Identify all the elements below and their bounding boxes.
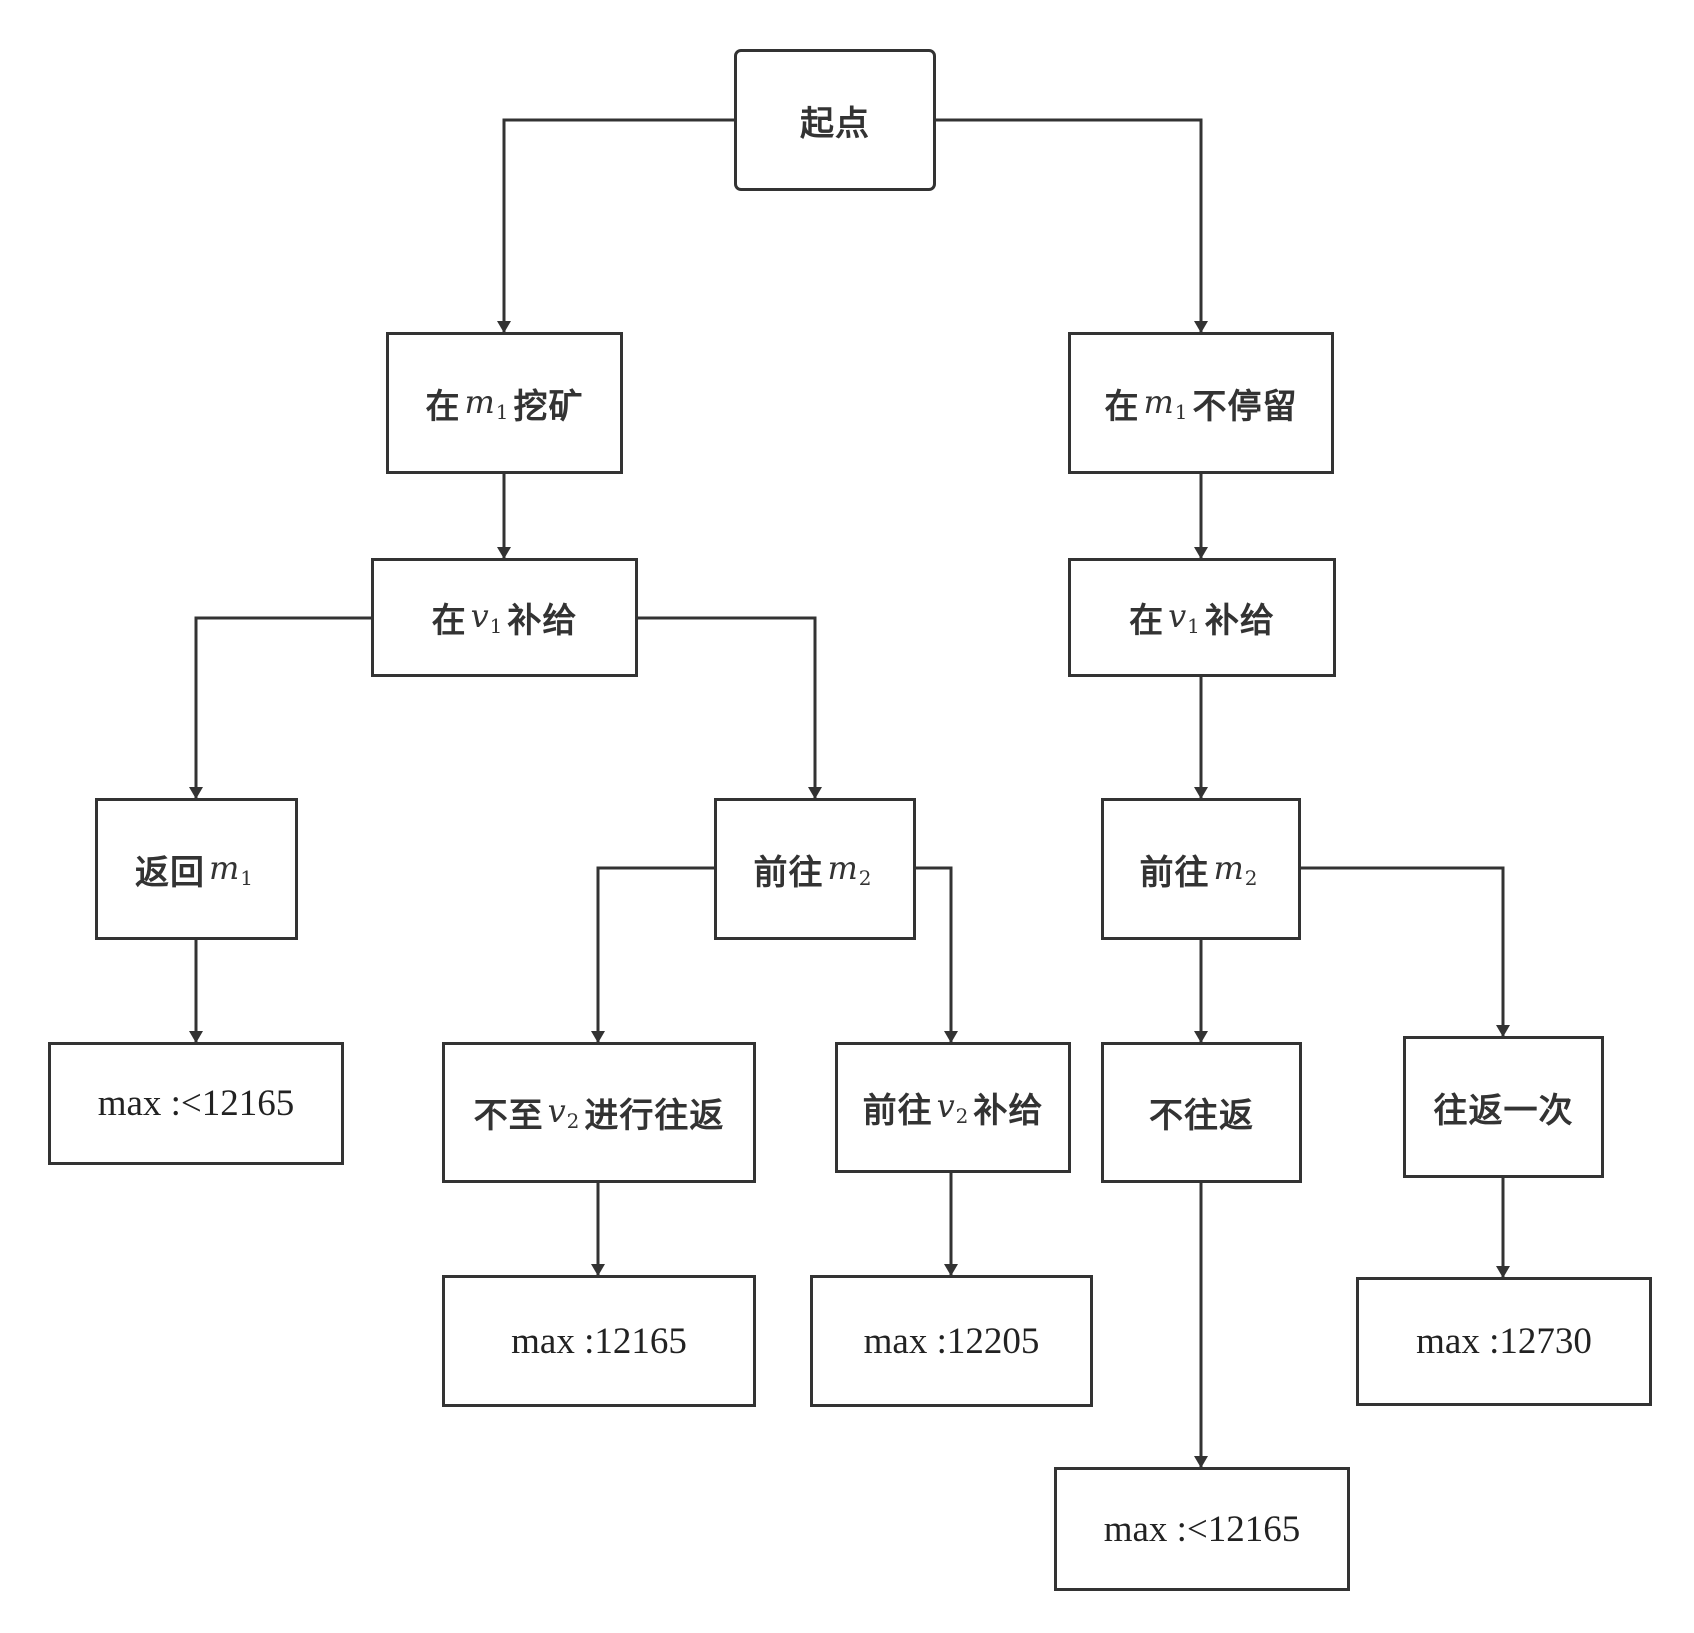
- no-v2-roundtrip-pre: 不至: [473, 1096, 544, 1136]
- edge-goto-m2-to-roundtrip: [1301, 866, 1510, 1037]
- result-return-m1-text: max :<12165: [97, 1083, 295, 1124]
- result-no-roundtrip: max :<12165: [1054, 1467, 1350, 1591]
- no-v2-roundtrip-var: v2: [547, 1092, 581, 1133]
- goto-m2-left-node: 前往 m2: [714, 798, 916, 940]
- supply-at-v1-right-pre: 在: [1129, 601, 1165, 641]
- goto-m2-right-var: m2: [1213, 848, 1259, 890]
- mine-at-m1-var: m1: [464, 382, 510, 424]
- start-label: 起点: [800, 103, 870, 144]
- supply-at-v1-right-post: 补给: [1204, 601, 1275, 641]
- edge-start-to-mine: [497, 118, 734, 333]
- return-m1-node: 返回 m1: [95, 798, 298, 940]
- result-return-m1: max :<12165: [48, 1042, 344, 1165]
- supply-at-v1-left-post: 补给: [507, 601, 578, 641]
- mine-at-m1-node: 在 m1 挖矿: [386, 332, 623, 474]
- no-v2-roundtrip-post: 进行往返: [584, 1096, 725, 1136]
- result-no-roundtrip-text: max :<12165: [1103, 1508, 1301, 1550]
- goto-m2-left-var: m2: [827, 848, 873, 890]
- edge-supply-to-return: [189, 616, 371, 799]
- no-stay-at-m1-node: 在 m1 不停留: [1068, 332, 1334, 474]
- goto-m2-right-pre: 前往: [1139, 852, 1210, 893]
- mine-at-m1-pre: 在: [425, 386, 461, 427]
- no-roundtrip-node: 不往返: [1101, 1042, 1302, 1183]
- result-v2: max :12205: [810, 1275, 1093, 1407]
- edge-supply-to-goto-m2-left: [638, 616, 822, 799]
- edge-start-to-nostay: [936, 118, 1208, 333]
- edge-goto-m2-to-no-v2: [591, 866, 714, 1043]
- goto-v2-supply-pre: 前往: [862, 1091, 933, 1131]
- goto-v2-supply-var: v2: [936, 1087, 970, 1128]
- no-stay-at-m1-pre: 在: [1104, 386, 1140, 427]
- supply-at-v1-right-node: 在 v1 补给: [1068, 558, 1336, 677]
- start-node: 起点: [734, 49, 936, 191]
- no-stay-at-m1-var: m1: [1143, 382, 1189, 424]
- supply-at-v1-left-pre: 在: [431, 601, 467, 641]
- result-roundtrip-text: max :12730: [1416, 1321, 1592, 1362]
- no-v2-roundtrip-node: 不至 v2 进行往返: [442, 1042, 756, 1183]
- result-no-v2: max :12165: [442, 1275, 756, 1407]
- roundtrip-once-node: 往返一次: [1403, 1036, 1604, 1178]
- goto-m2-left-pre: 前往: [753, 852, 824, 893]
- goto-v2-supply-post: 补给: [973, 1091, 1044, 1131]
- supply-at-v1-left-node: 在 v1 补给: [371, 558, 638, 677]
- edge-goto-m2-to-v2: [916, 866, 958, 1043]
- return-m1-var: m1: [208, 848, 255, 890]
- result-v2-text: max :12205: [863, 1320, 1040, 1362]
- result-no-v2-text: max :12165: [511, 1320, 687, 1362]
- result-roundtrip: max :12730: [1356, 1277, 1652, 1406]
- mine-at-m1-post: 挖矿: [513, 386, 584, 427]
- no-roundtrip-label: 不往返: [1149, 1096, 1254, 1136]
- supply-at-v1-right-var: v1: [1168, 597, 1201, 638]
- goto-v2-supply-node: 前往 v2 补给: [835, 1042, 1071, 1173]
- return-m1-pre: 返回: [134, 852, 205, 893]
- supply-at-v1-left-var: v1: [470, 597, 504, 638]
- goto-m2-right-node: 前往 m2: [1101, 798, 1301, 940]
- roundtrip-once-label: 往返一次: [1433, 1090, 1574, 1131]
- no-stay-at-m1-post: 不停留: [1192, 386, 1298, 427]
